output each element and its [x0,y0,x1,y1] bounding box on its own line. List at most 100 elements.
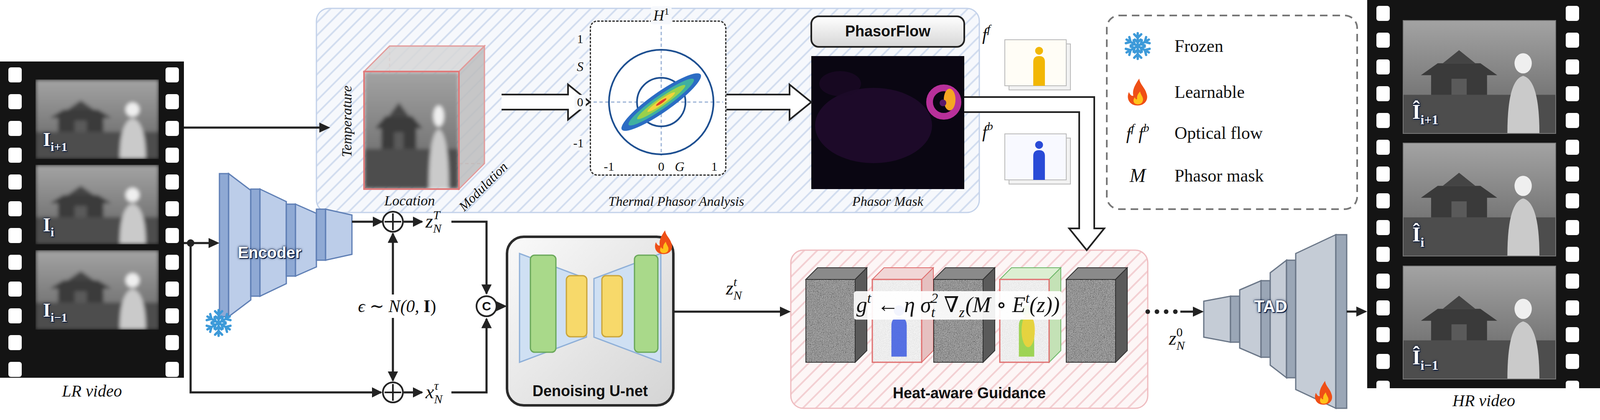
phasor-plot-art [646,90,677,114]
text-group: Location [384,192,436,209]
encoder-art [205,309,232,336]
hr-film-strip [1403,20,1556,134]
text-group: Phasor Mask [852,193,924,209]
text-label: G [674,158,685,174]
text-label: Thermal Phasor Analysis [608,193,745,209]
phasor-mask-image [943,88,956,111]
text-label: N [433,221,442,235]
text-label: i [50,225,54,239]
text-label: I [43,299,51,321]
cube-illustration: TemperatureLocationModulation [330,41,502,209]
text-label: t [733,275,737,288]
phasor-mask-image [939,99,947,107]
text-label: 1 [577,31,584,46]
connector [673,306,791,317]
text-group: PhasorFlow [845,22,931,40]
lr-film-strip [0,61,184,378]
text-label: i+1 [1420,112,1439,127]
text-group: Ii [43,214,54,239]
noise-latents [805,279,856,362]
hr-film-strip [1403,20,1556,134]
video-frame: Îi−1 [1403,265,1556,379]
text-label: t [1025,290,1030,306]
thermal-cube [364,71,459,189]
phasor-plot-art [616,66,707,138]
sum-and-concat-wires [403,391,423,394]
sum-and-concat-wires [190,221,487,393]
text-group: Îi+1 [1412,99,1439,127]
thermal-cube [364,71,459,189]
connector [1147,306,1204,317]
text-label: Temperature [338,85,355,157]
text-group: zNT [425,208,441,235]
connector [964,104,1105,250]
text-label: 1 [664,6,670,17]
decoder-block: TAD [1203,234,1347,408]
text-label: g [856,292,868,317]
text-group: Ii+1 [43,128,68,153]
text-label: z [425,210,434,232]
sum-symbol [382,211,403,232]
encoder-art [250,188,260,296]
unet-art [507,236,674,406]
connector [501,84,590,120]
encoder-art [316,208,326,260]
decoder-art [1239,280,1262,357]
text-label: f [1131,122,1135,134]
text-label: Phasor mask [1174,165,1264,186]
text-label: ϵ ∼ N(0, [358,296,420,316]
guidance-panel: gt← η σt2∇z(M ∘ Et(z))Heat-aware Guidanc… [790,249,1148,408]
phasor-mask-image [929,87,958,117]
concat-circle: C [475,295,498,317]
arrowhead [319,122,331,133]
text-label: (z)) [1029,293,1060,316]
arrowhead [1069,228,1105,250]
sum-symbol [384,213,402,230]
text-group: LR video [61,381,122,401]
sum-and-concat-wires [392,233,395,295]
text-label: (M ∘ E [965,293,1026,316]
text-label: 0 [1176,325,1183,339]
text-group: xNτ [425,379,439,406]
decoder-art [1230,295,1240,342]
text-group: 1 [574,31,586,47]
connector-line [501,95,571,109]
noise-latents [805,267,1128,362]
text-label: Denoising U-net [532,382,648,400]
encoder-art [295,203,317,276]
arrowhead [779,306,791,317]
optical-flow-images [1033,140,1045,180]
text-label: TAD [1253,296,1287,316]
decoder-art [1203,234,1347,408]
unet-art [507,229,674,406]
text-group: ff [982,22,991,45]
text-label: 2 [930,290,938,306]
unet-box: Denoising U-net [507,236,674,406]
text-label: i+1 [50,140,68,153]
connector [183,122,331,133]
text-label: i−1 [1420,358,1439,372]
phasor-panel [316,8,980,213]
phasor-plot-art [655,97,668,107]
lr-film-strip [163,61,181,378]
lr-film-strip [35,249,159,330]
arrowhead [1356,306,1368,317]
decoder-art [1295,234,1336,408]
text-label: f [982,24,988,44]
hr-film-strip [1403,265,1556,379]
arrowhead [568,84,590,120]
label-box: PhasorFlow [811,16,965,47]
phasor-mask-image [819,71,862,97]
encoder-art [205,173,352,336]
noise-latents [805,279,856,362]
text-group: Îi−1 [1412,345,1439,372]
connector [183,237,220,248]
video-frame: Îi+1 [1403,20,1556,134]
connector-line [1346,310,1357,313]
hr-film-strip [1367,0,1600,388]
phasor-mask-image [811,56,965,189]
guidance-panel-ground [790,249,1148,408]
text-group: Temperature [338,85,355,157]
text-group: fb [982,120,994,142]
noise-latents [855,267,867,362]
